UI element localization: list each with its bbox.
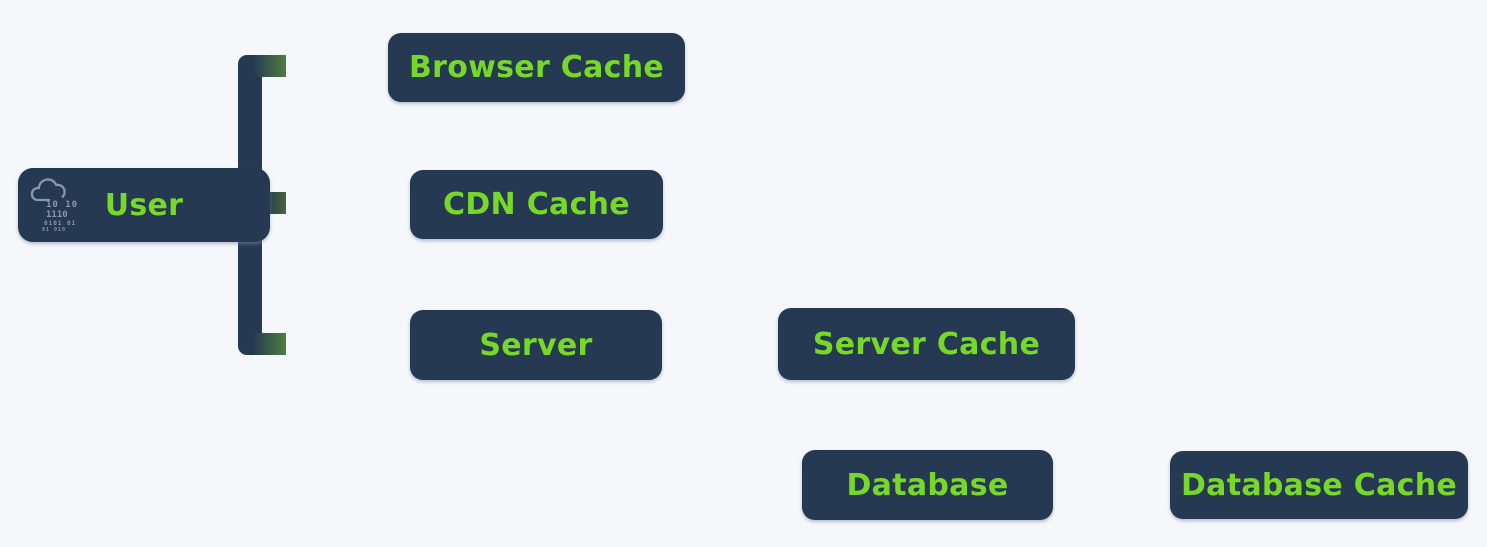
node-label-database-cache: Database Cache [1180,467,1458,503]
node-database-cache: Database Cache [1170,451,1468,519]
node-label-server-cache: Server Cache [812,326,1041,362]
node-label-user: User [104,187,184,223]
node-server-cache: Server Cache [778,308,1075,380]
node-label-browser-cache: Browser Cache [408,50,665,85]
binary-row: 10 10 [46,200,79,210]
node-label-server: Server [479,327,593,363]
node-user: 10 10 1110 0101 01 01 010 User [18,168,270,242]
node-database: Database [802,450,1053,520]
binary-row: 1110 [46,210,68,220]
node-server: Server [410,310,662,380]
connector-stub-bottom [250,333,286,355]
node-label-cdn-cache: CDN Cache [443,187,630,222]
node-cdn-cache: CDN Cache [410,170,663,239]
connector-stub-top [250,55,286,77]
binary-row: 0101 01 [44,220,77,227]
node-browser-cache: Browser Cache [388,33,685,102]
node-label-database: Database [846,467,1009,503]
cloud-binary-icon: 10 10 1110 0101 01 01 010 [29,175,83,235]
binary-row: 01 010 [42,227,67,233]
